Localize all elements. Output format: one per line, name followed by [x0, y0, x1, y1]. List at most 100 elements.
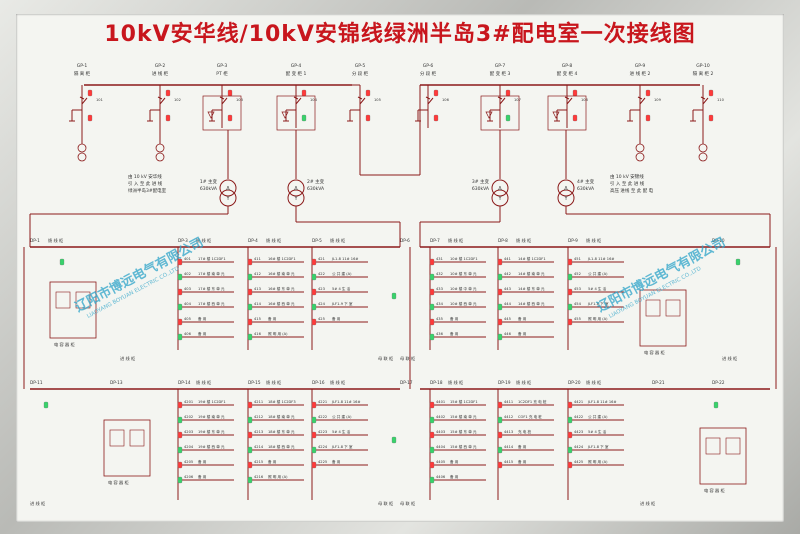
top-feeder-label: 备 用 — [198, 331, 207, 336]
top-feeder-label: 公 共 建 (A) — [588, 271, 608, 276]
bottom-feeder-led — [177, 401, 183, 409]
bottom-feeder-label: JLF1-8 下 室 — [331, 444, 353, 449]
bottom-feeder-label: 充 电 桩 — [518, 429, 531, 434]
bottom-feeder-led — [497, 461, 503, 469]
diagram-title: 10kV安华线/10kV安锦线绿洲半岛3#配电室一次接线图 — [104, 22, 696, 47]
bottom-feeder-id: 4412 — [504, 415, 513, 419]
hv-switch-id: 103 — [236, 98, 243, 102]
top-feeder-id: 413 — [254, 287, 261, 291]
hv-breaker-led — [301, 89, 307, 97]
bottom-feeder-id: 4203 — [184, 430, 193, 434]
lv-panel-code: DP-17 — [400, 380, 413, 385]
hv-panel-code: GP-10 — [696, 63, 710, 69]
bottom-feeder-led — [567, 431, 573, 439]
transformer-winding-hv — [287, 179, 305, 197]
top-feeder-label: 16# 楼 南 单 元 — [268, 271, 295, 276]
hv-switch-id: 109 — [654, 98, 662, 102]
top-feeder-id: 451 — [574, 257, 581, 261]
lv-panel-code: DP-8 — [498, 238, 508, 243]
capacitor-unit — [725, 437, 741, 455]
bottom-feeder-id: 4402 — [436, 415, 445, 419]
top-feeder-led — [177, 318, 183, 326]
hv-panel-name: 配 变 柜 3 — [490, 70, 511, 77]
bottom-feeder-label: JLF1-8 11# 16# — [587, 400, 616, 404]
lv-panel-code: DP-7 — [430, 238, 440, 243]
top-feeder-label: 16# 楼 1C2DF1 — [268, 256, 296, 261]
top-feeder-led — [497, 318, 503, 326]
hv-status-led — [165, 114, 171, 122]
arrester-symbol — [281, 111, 289, 119]
lv-panel-code: DP-14 — [178, 380, 191, 385]
transformer-name: 1# 主变 — [200, 178, 218, 185]
lv-panel-name: 馈 线 柜 — [516, 237, 531, 244]
lv-panel-code: DP-3 — [178, 238, 188, 243]
top-feeder-id: 423 — [318, 287, 325, 291]
capacitor-panel-label: 电 容 器 柜 — [704, 487, 725, 494]
top-feeder-label: 备 用 — [518, 331, 527, 336]
breaker-contact — [79, 96, 85, 100]
top-feeder-led — [429, 303, 435, 311]
bottom-feeder-led — [311, 401, 317, 409]
bottom-feeder-id: 4222 — [318, 415, 327, 419]
bottom-feeder-label: 备 用 — [518, 444, 527, 449]
hv-panel-name: 配 变 柜 1 — [286, 70, 307, 77]
top-feeder-id: 425 — [318, 317, 325, 321]
bottom-feeder-id: 4201 — [184, 400, 193, 404]
bottom-feeder-led — [177, 476, 183, 484]
top-feeder-led — [497, 303, 503, 311]
hv-switch-id: 108 — [581, 98, 589, 102]
top-feeder-led — [567, 258, 573, 266]
bottom-feeder-id: 4214 — [254, 445, 264, 449]
note-right-line: 引 入 至 此 进 线 — [610, 180, 645, 187]
pt-compartment — [202, 95, 242, 131]
top-feeder-id: 414 — [254, 302, 262, 306]
top-feeder-label: 17# 楼 东 单 元 — [198, 286, 225, 291]
bottom-feeder-led — [497, 446, 503, 454]
lv-panel-name: 馈 线 柜 — [586, 379, 601, 386]
lv-panel-name: 馈 线 柜 — [448, 237, 463, 244]
hv-switch-id: 105 — [374, 98, 381, 102]
top-feeder-led — [311, 303, 317, 311]
top-feeder-label: 公 共 建 (A) — [332, 271, 352, 276]
bottom-feeder-label: 照 明 用 (A) — [588, 459, 608, 464]
top-feeder-label: 5# 4 生 活 — [332, 286, 351, 291]
hv-panel-code: GP-6 — [423, 63, 434, 69]
hv-switch-id: 106 — [442, 98, 450, 102]
hv-breaker-led — [165, 89, 171, 97]
bottom-feeder-id: 4206 — [184, 475, 194, 479]
bottom-feeder-label: 18# 楼 东 单 元 — [268, 429, 295, 434]
bottom-feeder-led — [429, 476, 435, 484]
top-feeder-led — [311, 273, 317, 281]
top-feeder-id: 434 — [436, 302, 444, 306]
bottom-feeder-led — [311, 446, 317, 454]
bottom-feeder-label: 备 用 — [450, 474, 459, 479]
bottom-feeder-label: 备 用 — [518, 459, 527, 464]
cable-head-symbol — [155, 152, 165, 162]
top-feeder-led — [177, 258, 183, 266]
bottom-feeder-label: 18# 楼 南 单 元 — [268, 414, 295, 419]
winding-delta: Δ — [226, 186, 230, 192]
lv-panel-code: DP-21 — [652, 380, 665, 385]
top-feeder-label: 17# 楼 南 单 元 — [198, 271, 225, 276]
hv-status-led — [708, 114, 714, 122]
arrester-symbol — [207, 111, 215, 119]
top-feeder-id: 446 — [504, 332, 512, 336]
hv-status-led — [301, 114, 307, 122]
top-feeder-led — [497, 333, 503, 341]
lv-panel-code: DP-5 — [312, 238, 322, 243]
bottom-feeder-led — [567, 461, 573, 469]
top-feeder-led — [429, 258, 435, 266]
top-feeder-id: 401 — [184, 257, 191, 261]
bottom-feeder-id: 4422 — [574, 415, 583, 419]
winding-wye: Y — [497, 196, 502, 202]
hv-panel-name: 分 段 柜 — [420, 70, 437, 77]
bottom-feeder-id: 4423 — [574, 430, 583, 434]
bottom-feeder-led — [247, 401, 253, 409]
winding-wye: Y — [293, 196, 298, 202]
top-feeder-led — [311, 318, 317, 326]
bottom-feeder-led — [177, 416, 183, 424]
capacitor-unit — [109, 429, 125, 447]
lv-panel-name: 馈 线 柜 — [266, 379, 281, 386]
